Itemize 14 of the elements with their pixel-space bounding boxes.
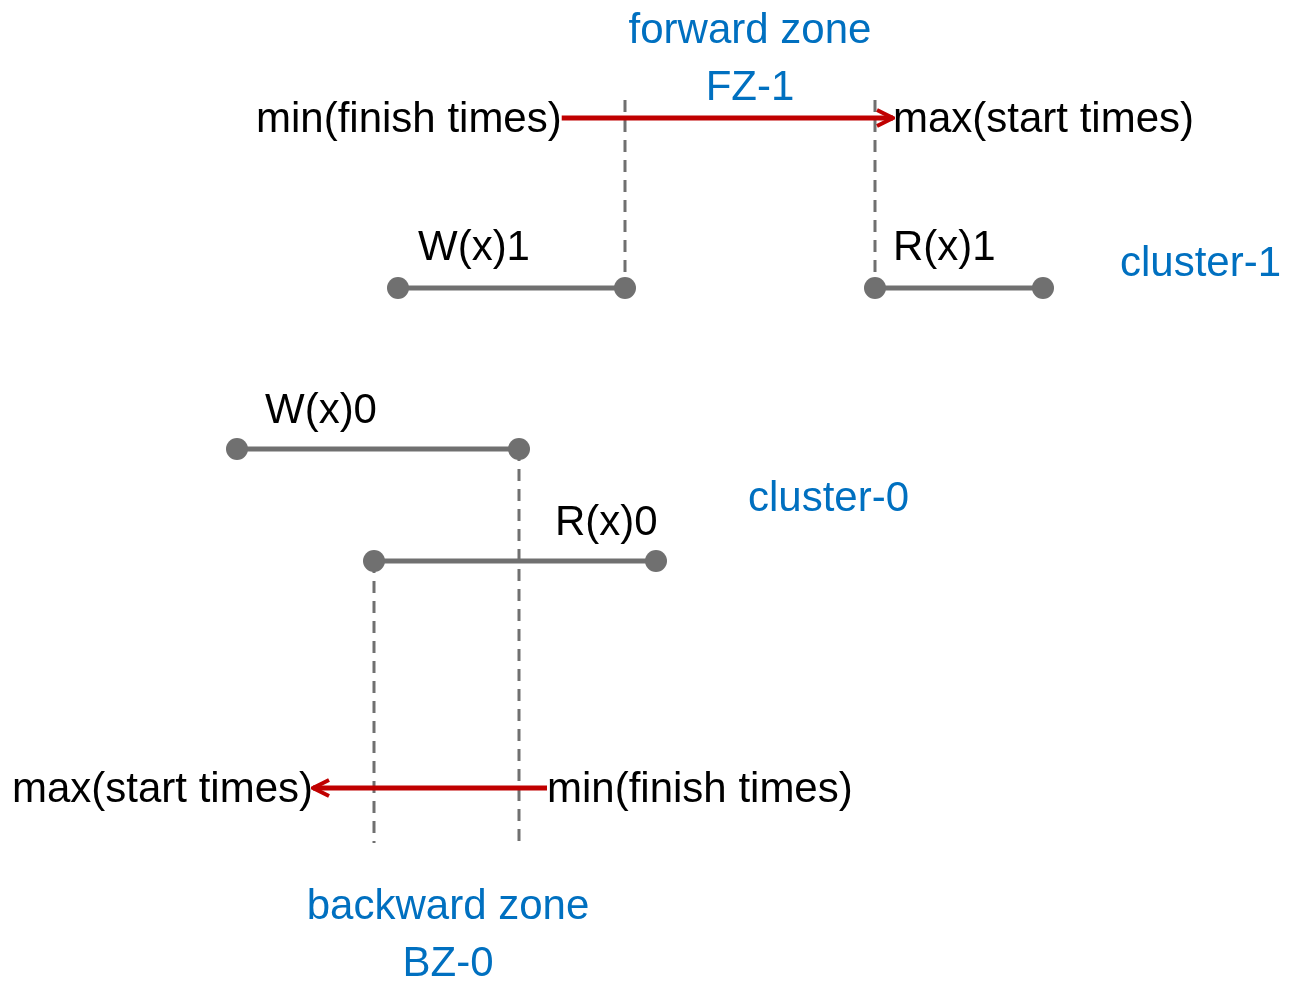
cluster-label: cluster-0 [748, 473, 910, 521]
operation-label: R(x)0 [555, 497, 658, 545]
arrow [561, 108, 895, 128]
operation-label: W(x)0 [265, 385, 377, 433]
node-label: min(finish times) [547, 764, 853, 812]
node-label: max(start times) [893, 94, 1194, 142]
arrow [311, 778, 547, 798]
node-label: max(start times) [12, 764, 313, 812]
operation-label: R(x)1 [893, 222, 996, 270]
zone-label: backward zone BZ-0 [305, 880, 591, 981]
node-label: min(finish times) [256, 94, 562, 142]
operation-label: W(x)1 [418, 222, 530, 270]
zone-label: forward zone FZ-1 [627, 4, 873, 111]
cluster-label: cluster-1 [1120, 238, 1282, 286]
